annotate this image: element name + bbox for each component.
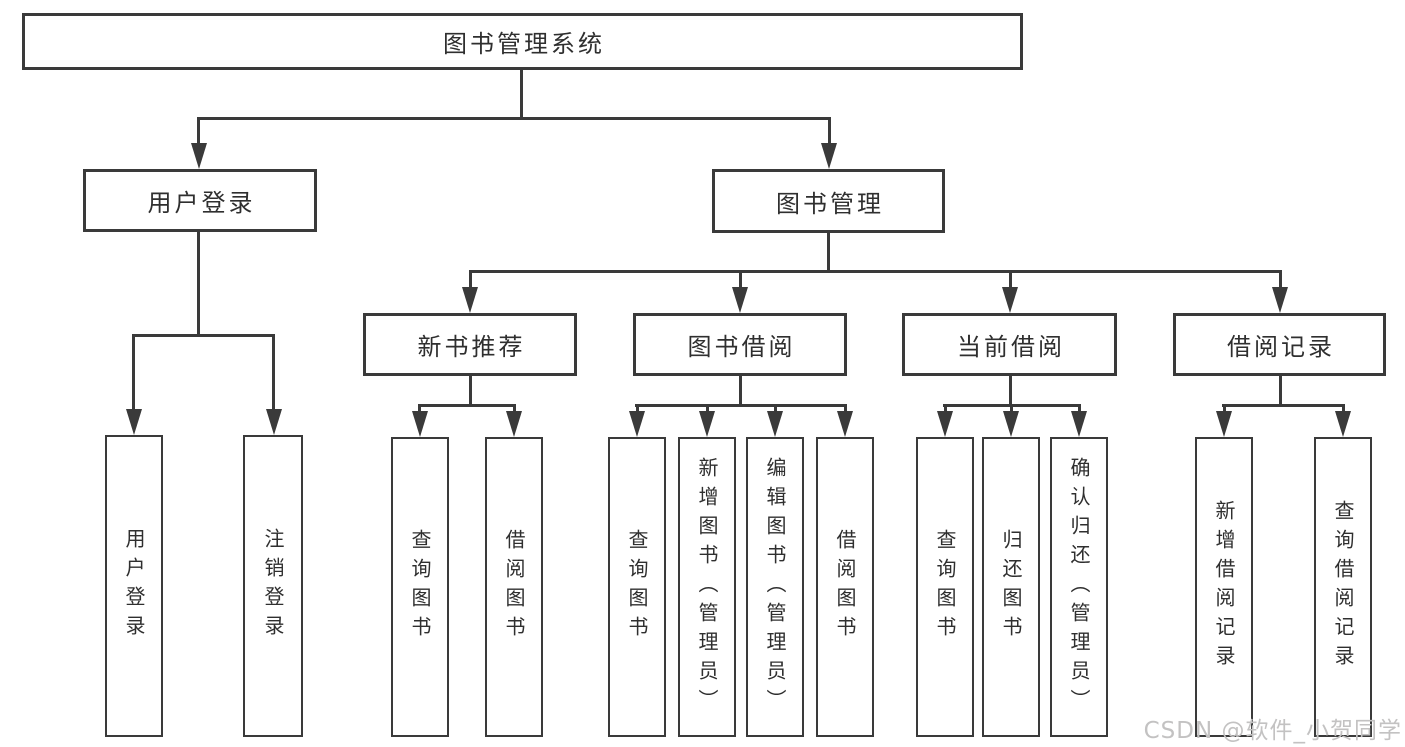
node-label: 图书管理系统	[443, 30, 605, 58]
arrowhead-down-icon	[1216, 411, 1232, 437]
connector-line	[197, 117, 200, 147]
node-book-borrowing: 图书借阅	[633, 313, 847, 376]
arrowhead-down-icon	[126, 409, 142, 435]
node-current-borrowing: 当前借阅	[902, 313, 1117, 376]
arrowhead-down-icon	[837, 411, 853, 437]
leaf-confirm-return-admin: 确认归还（管理员）	[1050, 437, 1108, 737]
connector-line	[197, 117, 831, 120]
node-label: 新增借阅记录	[1212, 500, 1236, 674]
arrowhead-down-icon	[699, 411, 715, 437]
connector-line	[418, 404, 516, 407]
connector-line	[774, 404, 777, 414]
connector-line	[706, 404, 709, 414]
arrowhead-down-icon	[1071, 411, 1087, 437]
connector-line	[272, 334, 275, 411]
node-label: 借阅图书	[833, 529, 857, 645]
connector-line	[944, 404, 947, 414]
arrowhead-down-icon	[191, 143, 207, 169]
leaf-logout: 注销登录	[243, 435, 303, 737]
node-label: 查询借阅记录	[1331, 500, 1355, 674]
connector-line	[828, 117, 831, 147]
connector-line	[1078, 404, 1081, 414]
arrowhead-down-icon	[266, 409, 282, 435]
connector-line	[827, 233, 830, 273]
arrowhead-down-icon	[1272, 287, 1288, 313]
connector-line	[636, 404, 639, 414]
connector-line	[469, 270, 472, 289]
node-label: 借阅记录	[1227, 333, 1335, 361]
arrowhead-down-icon	[732, 287, 748, 313]
connector-line	[739, 270, 742, 289]
node-borrowing-records: 借阅记录	[1173, 313, 1386, 376]
connector-line	[1009, 376, 1012, 407]
connector-line	[132, 334, 135, 411]
connector-line	[513, 404, 516, 414]
leaf-query-books-borrowing: 查询图书	[608, 437, 666, 737]
node-new-book-recommendation: 新书推荐	[363, 313, 577, 376]
connector-line	[132, 334, 275, 337]
connector-line	[1223, 404, 1226, 414]
node-label: 查询图书	[625, 529, 649, 645]
connector-line	[469, 376, 472, 407]
arrowhead-down-icon	[629, 411, 645, 437]
node-label: 借阅图书	[502, 529, 526, 645]
connector-line	[418, 404, 421, 414]
leaf-add-books-admin: 新增图书（管理员）	[678, 437, 736, 737]
connector-line	[844, 404, 847, 414]
arrowhead-down-icon	[937, 411, 953, 437]
node-label: 归还图书	[999, 529, 1023, 645]
arrowhead-down-icon	[506, 411, 522, 437]
connector-line	[1342, 404, 1345, 414]
node-label: 查询图书	[933, 529, 957, 645]
arrowhead-down-icon	[1003, 411, 1019, 437]
leaf-borrow-books-recommend: 借阅图书	[485, 437, 543, 737]
node-label: 确认归还（管理员）	[1067, 456, 1091, 718]
connector-line	[1222, 404, 1345, 407]
leaf-query-borrow-record: 查询借阅记录	[1314, 437, 1372, 737]
connector-line	[1279, 270, 1282, 289]
connector-line	[1279, 376, 1282, 407]
leaf-add-borrow-record: 新增借阅记录	[1195, 437, 1253, 737]
node-label: 新增图书（管理员）	[695, 456, 719, 718]
node-library-system: 图书管理系统	[22, 13, 1023, 70]
arrowhead-down-icon	[821, 143, 837, 169]
node-label: 注销登录	[261, 528, 285, 644]
leaf-borrow-books: 借阅图书	[816, 437, 874, 737]
node-user-login: 用户登录	[83, 169, 317, 232]
connector-line	[1010, 404, 1013, 414]
node-label: 新书推荐	[417, 333, 526, 361]
arrowhead-down-icon	[412, 411, 428, 437]
leaf-query-books-current: 查询图书	[916, 437, 974, 737]
arrowhead-down-icon	[1002, 287, 1018, 313]
node-label: 图书管理	[776, 189, 884, 218]
node-label: 编辑图书（管理员）	[763, 456, 787, 718]
csdn-watermark: CSDN @软件_小贺同学	[1143, 718, 1402, 744]
node-label: 用户登录	[122, 528, 146, 644]
node-label: 当前借阅	[957, 333, 1065, 361]
leaf-return-books: 归还图书	[982, 437, 1040, 737]
connector-line	[635, 404, 847, 407]
connector-line	[520, 70, 523, 117]
leaf-edit-books-admin: 编辑图书（管理员）	[746, 437, 804, 737]
connector-line	[1009, 270, 1012, 289]
arrowhead-down-icon	[1335, 411, 1351, 437]
connector-line	[739, 376, 742, 407]
leaf-query-books-recommend: 查询图书	[391, 437, 449, 737]
arrowhead-down-icon	[462, 287, 478, 313]
connector-line	[197, 232, 200, 336]
node-label: 图书借阅	[687, 333, 796, 361]
node-label: 查询图书	[408, 529, 432, 645]
connector-line	[469, 270, 1282, 273]
arrowhead-down-icon	[767, 411, 783, 437]
node-book-management: 图书管理	[712, 169, 945, 233]
node-label: 用户登录	[147, 189, 256, 217]
leaf-user-login: 用户登录	[105, 435, 163, 737]
